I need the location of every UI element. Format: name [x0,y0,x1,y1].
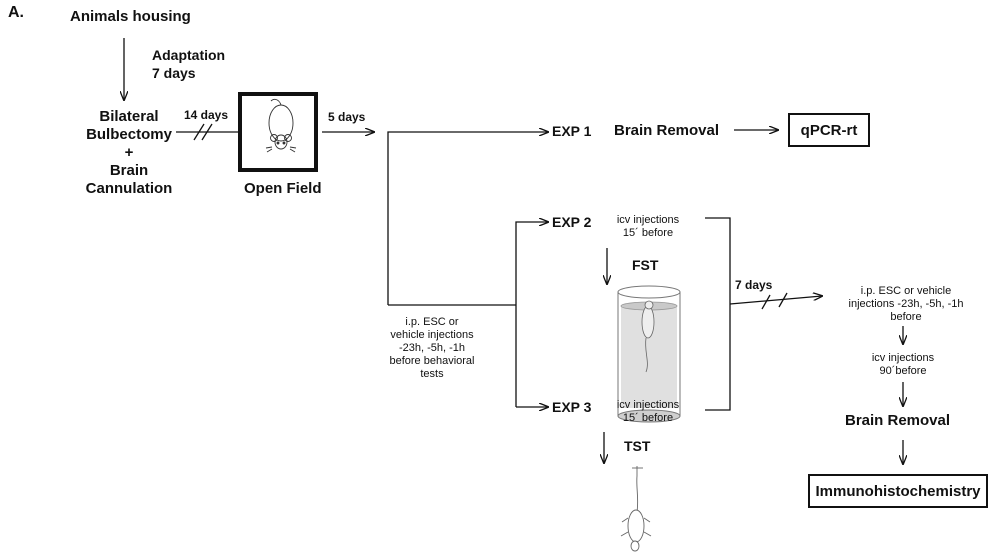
days-14-label: 14 days [184,108,229,122]
ip-main-line-2: vehicle injections [390,329,474,341]
branch-to-exp2 [515,222,548,407]
adaptation-line-2: 7 days [152,65,196,81]
ip-main-line-4: before behavioral [389,355,475,367]
bulbectomy-line-1: Bilateral [99,108,159,125]
icv-right-label: icv injections 90´before [853,352,953,378]
bulbectomy-label: Bilateral Bulbectomy + Brain Cannulation [72,108,186,198]
icv-exp3-label: icv injections 15´ before [598,399,698,425]
bulbectomy-line-3: + [124,144,134,161]
hanging-mouse-tst-icon [620,466,652,552]
ip-main-line-1: i.p. ESC or [405,316,459,328]
tst-label: TST [624,438,651,454]
days-5-label: 5 days [328,110,366,124]
panel-label: A. [8,4,24,21]
brain-removal-1-label: Brain Removal [614,122,720,139]
bulbectomy-line-2: Bulbectomy [86,126,172,143]
immunohistochemistry-box: Immunohistochemistry [808,474,988,508]
ip-right-label: i.p. ESC or vehicle injections -23h, -5h… [826,285,986,324]
ip-main-line-3: -23h, -5h, -1h [398,342,466,354]
branch-to-exp1 [387,132,548,305]
open-field-box [238,92,318,172]
ip-main-line-5: tests [420,368,444,380]
ip-main-label: i.p. ESC or vehicle injections -23h, -5h… [374,316,490,381]
exp1-label: EXP 1 [552,123,592,139]
exp2-label: EXP 2 [552,214,592,230]
ip-right-line-3: before [890,311,922,323]
water-cylinder-fst-icon [617,285,681,423]
days-7-label: 7 days [735,278,773,292]
adaptation-line-1: Adaptation [152,47,226,63]
icv-exp3-line-1: icv injections [616,399,680,411]
icv-exp2-label: icv injections 15´ before [598,214,698,240]
break-mark-7days-a [761,294,771,310]
qpcr-box: qPCR-rt [788,113,870,147]
bulbectomy-line-5: Cannulation [85,180,173,197]
break-mark-14days-b [201,123,213,141]
icv-exp2-line-1: icv injections [616,214,680,226]
icv-exp2-line-2: 15´ before [622,227,674,239]
ip-right-line-2: injections -23h, -5h, -1h [848,298,964,310]
adaptation-label: Adaptation 7 days [152,46,225,82]
icv-right-line-2: 90´before [879,365,927,377]
ip-right-line-1: i.p. ESC or vehicle [860,285,952,297]
break-mark-7days-b [778,292,788,308]
line-to-right-branch [729,296,822,305]
exp3-label: EXP 3 [552,399,592,415]
open-field-label: Open Field [244,180,322,197]
mouse-icon [265,98,297,153]
merge-bracket [705,217,731,411]
bulbectomy-line-4: Brain [109,162,149,179]
animals-housing-label: Animals housing [70,8,191,25]
brain-removal-2-label: Brain Removal [845,412,951,429]
fst-label: FST [632,257,659,273]
icv-exp3-line-2: 15´ before [622,412,674,424]
icv-right-line-1: icv injections [871,352,935,364]
break-mark-14days-a [193,123,205,141]
